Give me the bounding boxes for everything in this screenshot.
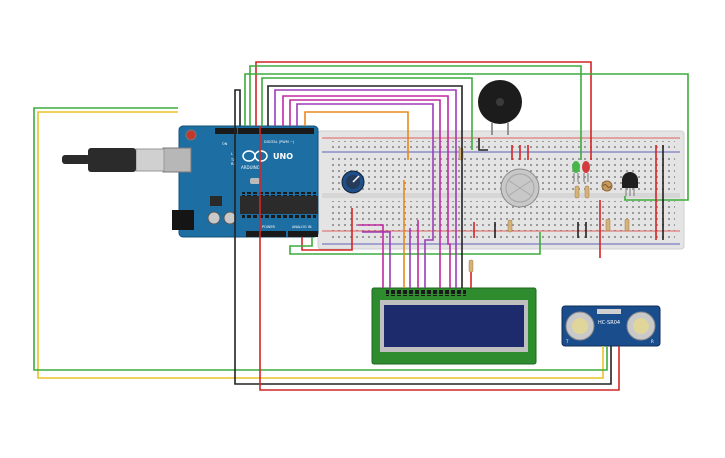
tx-label: TX	[230, 158, 236, 162]
gas-sensor-icon	[500, 168, 540, 208]
wire-red-loop	[259, 126, 620, 391]
photoresistor-icon	[601, 180, 613, 192]
digital-header-label: DIGITAL (PWM ~)	[264, 140, 295, 144]
l-label: L	[231, 152, 233, 156]
board-model-label: UNO	[273, 152, 293, 161]
wire-yellow-loop	[37, 111, 604, 379]
wire-black-loop	[234, 89, 612, 385]
usb-cable-icon	[62, 148, 165, 172]
ultrasonic-t-label: T	[565, 339, 569, 344]
arduino-logo	[242, 150, 268, 162]
resistor-icon	[458, 147, 630, 273]
ultrasonic-r-label: R	[651, 339, 654, 344]
analog-header-label: ANALOG IN	[292, 225, 312, 229]
power-header	[246, 231, 286, 237]
board-brand-label: ARDUINO	[241, 165, 260, 170]
analog-header	[288, 231, 318, 237]
arduino-uno-board: UNO ARDUINO DIGITAL (PWM ~) TX RX L ON P…	[162, 125, 319, 238]
lcd-display-icon	[371, 287, 537, 365]
wire-green-loop	[33, 107, 608, 371]
wire-group	[33, 61, 689, 391]
usb-port	[162, 147, 192, 173]
digital-header	[238, 128, 314, 134]
red-led-icon	[582, 161, 590, 182]
ultrasonic-sensor-icon: HC-SR04 T R	[561, 305, 661, 347]
green-led-icon	[572, 161, 580, 182]
ultrasonic-model-label: HC-SR04	[598, 320, 620, 326]
microcontroller-chip	[240, 196, 318, 214]
temperature-sensor-icon	[622, 172, 638, 196]
rx-label: RX	[231, 162, 236, 166]
power-header-label: POWER	[262, 225, 276, 229]
buzzer-icon	[478, 80, 522, 135]
potentiometer-icon[interactable]	[341, 170, 365, 194]
on-label: ON	[222, 142, 228, 146]
reset-button[interactable]	[185, 129, 197, 141]
power-jack	[172, 210, 194, 230]
